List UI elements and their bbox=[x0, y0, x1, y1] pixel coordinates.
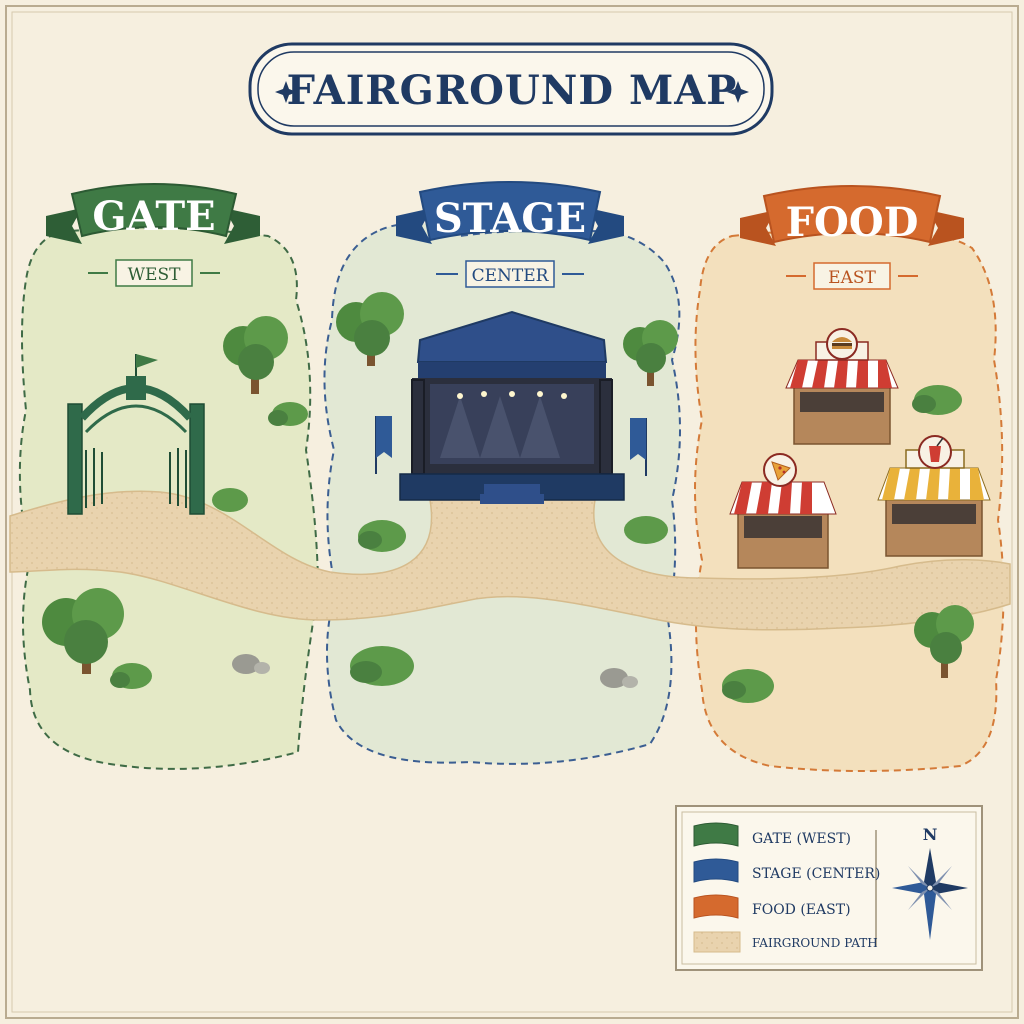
stage-icon bbox=[375, 310, 647, 504]
bush-icon bbox=[212, 488, 248, 512]
banner-flag-icon bbox=[630, 418, 646, 460]
outer-frame bbox=[5, 5, 1019, 1019]
legend-panel: GATE (WEST) STAGE (CENTER) FOOD (EAST) F… bbox=[675, 805, 983, 971]
legend-label-stage: STAGE (CENTER) bbox=[752, 866, 880, 882]
tree-icon bbox=[914, 605, 974, 678]
legend-swatch-food bbox=[693, 894, 739, 919]
sparkle-icon-right bbox=[727, 81, 749, 103]
bush-icon bbox=[358, 520, 406, 552]
inner-frame bbox=[11, 11, 1013, 1013]
tree-icon bbox=[623, 320, 678, 386]
zone-stage-header: STAGE CENTER bbox=[396, 181, 624, 288]
bush-icon bbox=[912, 385, 962, 415]
zone-gate-direction: WEST bbox=[128, 265, 182, 285]
legend-label-food: FOOD (EAST) bbox=[752, 902, 851, 918]
zone-stage-title: STAGE bbox=[434, 195, 586, 242]
legend-item-food: FOOD (EAST) bbox=[693, 894, 851, 919]
bush-icon bbox=[268, 402, 308, 426]
legend-item-gate: GATE (WEST) bbox=[693, 822, 851, 847]
title-banner: FAIRGROUND MAP bbox=[248, 42, 774, 136]
legend-swatch-stage bbox=[693, 858, 739, 883]
zone-food-direction: EAST bbox=[828, 268, 876, 288]
burger-stall-icon bbox=[785, 328, 899, 445]
banner-flag-icon bbox=[376, 416, 392, 458]
tree-icon bbox=[42, 588, 124, 674]
bush-icon bbox=[624, 516, 668, 544]
tree-icon bbox=[223, 316, 288, 394]
drink-stall-icon bbox=[877, 435, 991, 557]
zone-gate-title: GATE bbox=[92, 193, 215, 240]
zone-gate-header: GATE WEST bbox=[46, 183, 260, 287]
zone-food-title: FOOD bbox=[786, 199, 919, 246]
compass-north-label: N bbox=[923, 825, 938, 844]
fairground-path bbox=[9, 490, 1011, 631]
page-title: FAIRGROUND MAP bbox=[287, 67, 738, 114]
legend-swatch-gate bbox=[693, 822, 739, 847]
legend-item-path: FAIRGROUND PATH bbox=[693, 931, 878, 953]
pizza-stall-icon bbox=[729, 453, 837, 569]
tree-icon bbox=[336, 292, 404, 366]
gate-arch-icon bbox=[67, 354, 205, 515]
bush-icon bbox=[722, 669, 774, 703]
legend-item-stage: STAGE (CENTER) bbox=[693, 858, 880, 883]
rock-icon bbox=[232, 654, 270, 674]
bush-icon bbox=[110, 663, 152, 689]
legend-label-path: FAIRGROUND PATH bbox=[752, 936, 878, 950]
bush-icon bbox=[350, 646, 414, 686]
legend-label-gate: GATE (WEST) bbox=[752, 831, 851, 847]
compass-rose-icon: N bbox=[892, 825, 968, 940]
zone-stage-direction: CENTER bbox=[472, 266, 550, 286]
zone-food-header: FOOD EAST bbox=[740, 185, 964, 290]
rock-icon bbox=[600, 668, 638, 688]
sparkle-icon-left bbox=[275, 81, 297, 103]
